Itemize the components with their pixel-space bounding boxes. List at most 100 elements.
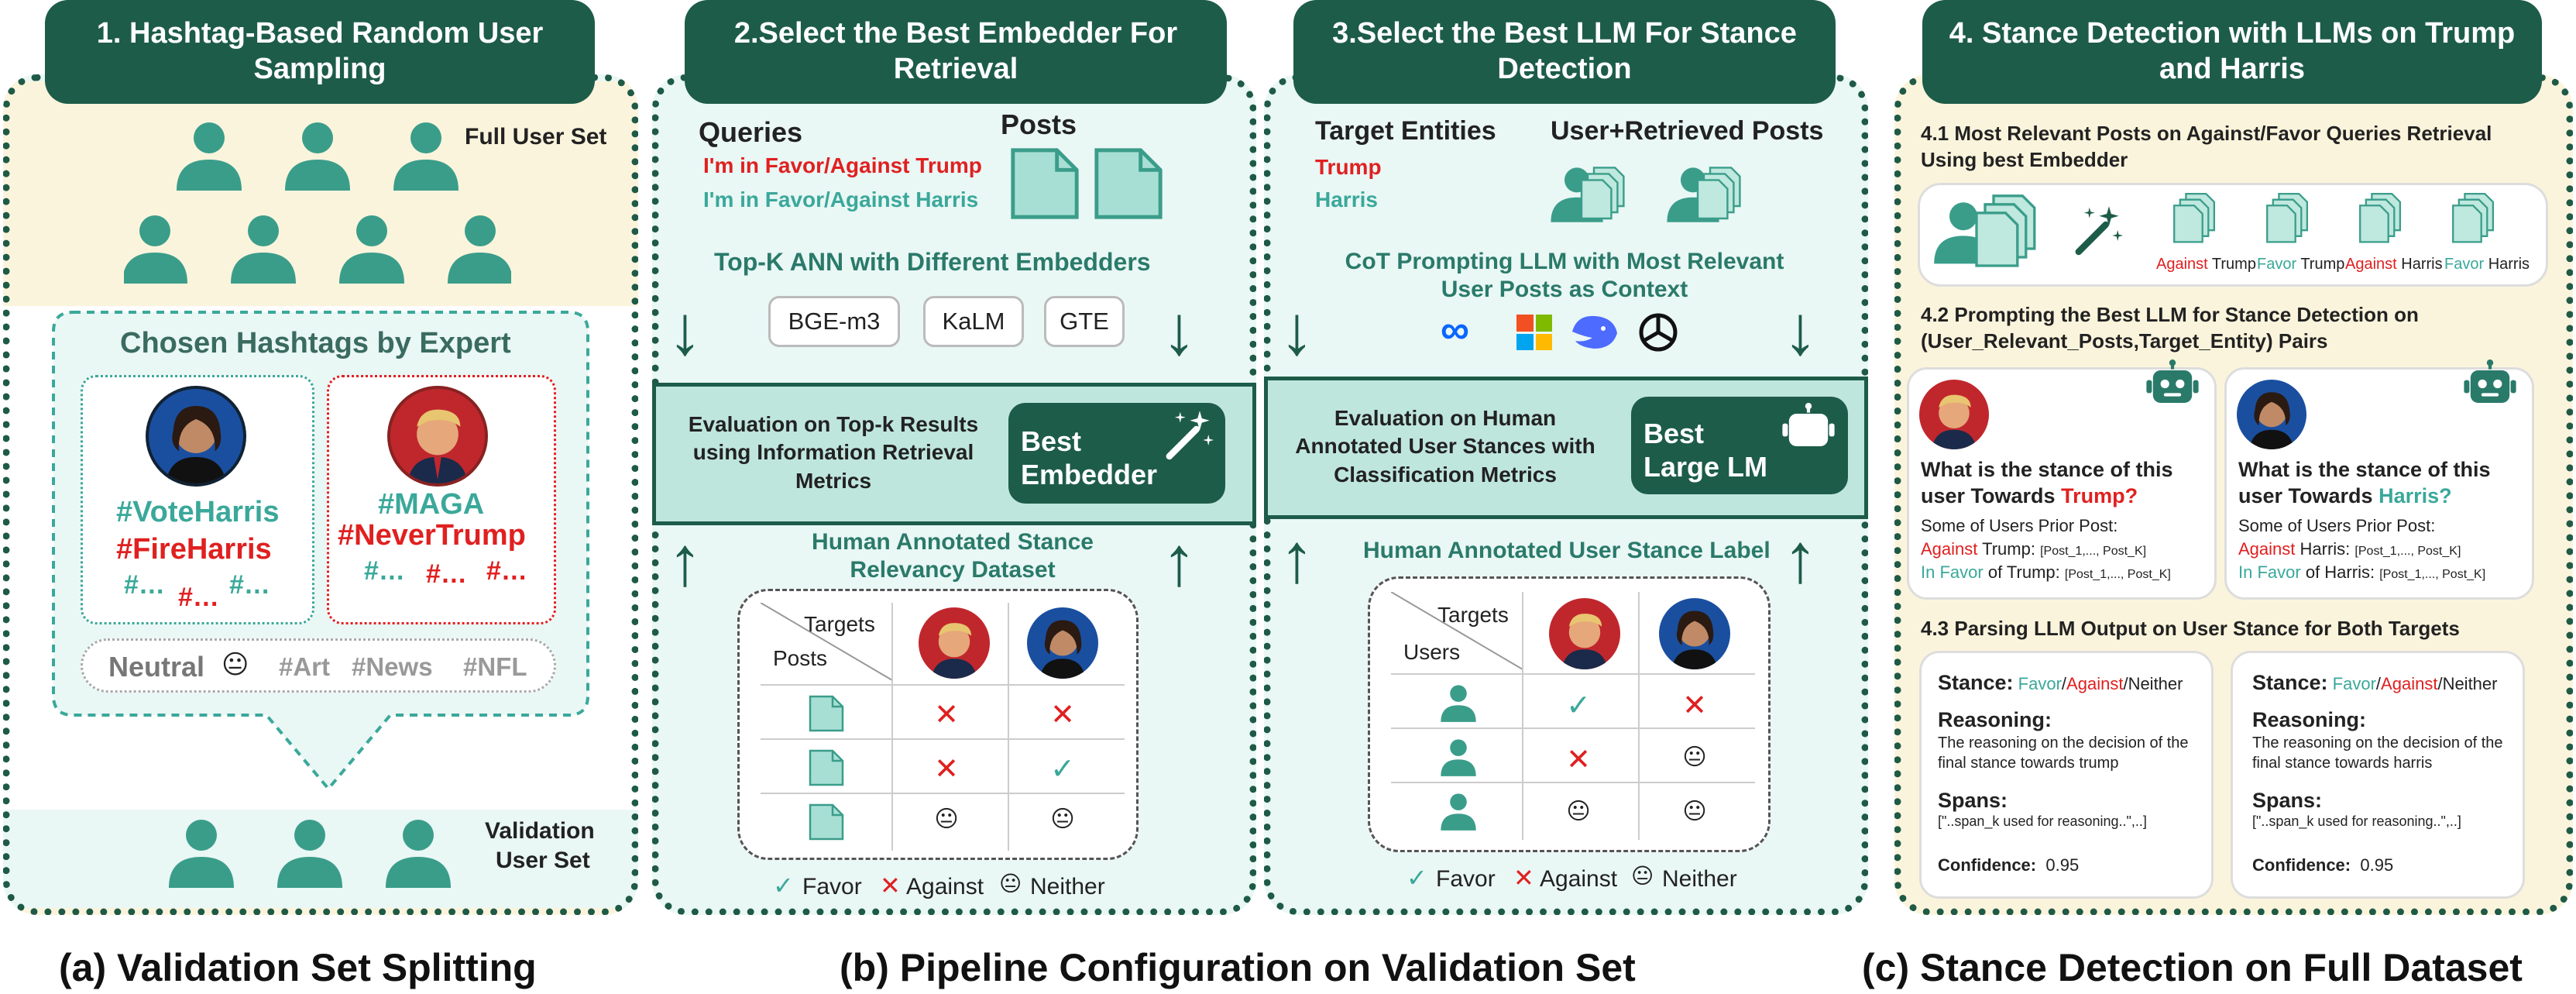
user-cell-3-2: 😐: [1682, 799, 1707, 824]
posts-label: Posts: [1001, 108, 1077, 140]
output-card-left: [1919, 651, 2214, 899]
user-table-harris-avatar: [1659, 598, 1730, 669]
neutral-hashtag-box: [81, 638, 556, 693]
user-cell-3-1: 😐: [1566, 799, 1591, 824]
harris-avatar: [146, 386, 246, 487]
prompt-trump-avatar: [1919, 380, 1989, 449]
user-posts-icons: [1551, 167, 1741, 222]
neutral-tag-news: #News: [352, 652, 433, 681]
hashtag-fireharris: #FireHarris: [116, 533, 272, 566]
legend2-neither-icon: 😐: [999, 872, 1022, 896]
robot-icon-right: [2463, 359, 2517, 414]
legend3-favor: Favor: [1436, 866, 1496, 892]
neutral-tag-art: #Art: [279, 652, 331, 681]
caption-b: (b) Pipeline Configuration on Validation…: [840, 946, 1636, 989]
neutral-label: Neutral: [108, 651, 205, 683]
doc-label-4: Favor Harris: [2444, 256, 2530, 273]
output-spans-left: ["..span_k used for reasoning..",..]: [1938, 813, 2147, 829]
section-4-2-title: 4.2 Prompting the Best LLM for Stance De…: [1921, 303, 2419, 353]
full-user-set-icons: [124, 122, 511, 284]
legend2-neither: Neither: [1030, 874, 1105, 899]
user-cell-2-2: 😐: [1682, 745, 1707, 770]
panel2-title: 2.Select the Best Embedder For Retrieval: [685, 0, 1227, 104]
doc-label-1: Against Trump: [2156, 256, 2256, 273]
llm-eval-text: Evaluation on Human Annotated User Stanc…: [1295, 406, 1595, 487]
hashtag-more-trump-1: #…: [364, 556, 405, 586]
best-embedder-badge: [1008, 403, 1225, 504]
arrow-up-right: ↑: [1162, 523, 1197, 600]
target-trump: Trump: [1315, 155, 1382, 179]
hashtag-more-trump-3: #…: [486, 556, 527, 586]
chosen-hashtags-title: Chosen Hashtags by Expert: [120, 327, 511, 359]
user-cell-1-1: ✓: [1566, 690, 1591, 722]
embedder-chip-gte: GTE: [1044, 296, 1125, 347]
target-harris: Harris: [1315, 187, 1378, 212]
user-with-posts-icon: [1934, 194, 2036, 267]
hashtag-more-harris-2: #…: [178, 583, 219, 612]
embedder-eval-text: Evaluation on Top-k Results using Inform…: [688, 412, 979, 493]
user-stance-label-title: Human Annotated User Stance Label: [1363, 538, 1771, 563]
output-reasoning-right: The reasoning on the decision of the fin…: [2252, 734, 2503, 772]
arrow-up-left: ↑: [668, 523, 702, 600]
full-user-set-label: Full User Set: [465, 124, 607, 150]
neutral-tag-nfl: #NFL: [463, 652, 527, 681]
prompt-harris-avatar: [2237, 380, 2306, 449]
prompt-question-harris: What is the stance of this user Towards …: [2238, 458, 2491, 507]
output-reasoning-left: The reasoning on the decision of the fin…: [1938, 734, 2189, 772]
prior-posts-left: Some of Users Prior Post:: [1921, 516, 2118, 535]
output-confidence-right: Confidence: 0.95: [2252, 855, 2394, 875]
microsoft-logo-icon: [1516, 315, 1552, 350]
robot-icon-left: [2145, 359, 2200, 414]
legend3-against: Against: [1540, 866, 1618, 892]
output-card-right: [2231, 651, 2525, 899]
embedder-chip-bge: BGE-m3: [768, 296, 900, 347]
robot-icon: [1781, 403, 1836, 457]
legend3-neither-icon: 😐: [1631, 864, 1654, 888]
best-embedder-label: Best Embedder: [1021, 425, 1158, 491]
user-stance-table-grid: [1391, 592, 1755, 840]
relevancy-cell-1-1: ✕: [934, 699, 959, 731]
legend2-against: Against: [906, 874, 984, 899]
relevancy-table-posts: Posts: [773, 646, 828, 670]
hashtag-more-trump-2: #…: [426, 559, 467, 589]
output-reasoning-label-right: Reasoning:: [2252, 708, 2367, 731]
query-trump: I'm in Favor/Against Trump: [703, 153, 982, 177]
output-spans-label-left: Spans:: [1938, 789, 2008, 812]
queries-label: Queries: [699, 116, 803, 148]
magic-wand-icon-dark: [2071, 203, 2125, 257]
table-trump-avatar: [919, 607, 990, 679]
neutral-emoji-icon: 😐: [222, 650, 249, 679]
relevancy-dataset-title: Human Annotated Stance Relevancy Dataset: [812, 529, 1094, 583]
embedder-chip-kalm: KaLM: [923, 296, 1024, 347]
panel4-title: 4. Stance Detection with LLMs on Trump a…: [1922, 0, 2542, 104]
hashtag-more-harris-1: #…: [124, 570, 165, 600]
relevancy-table-targets: Targets: [804, 612, 875, 636]
trump-avatar: [387, 386, 488, 487]
arrow-up-right-3: ↑: [1783, 520, 1818, 597]
legend2-favor-icon: ✓: [773, 872, 794, 899]
meta-logo-icon: ∞: [1441, 308, 1470, 353]
output-spans-label-right: Spans:: [2252, 789, 2323, 812]
output-confidence-left: Confidence: 0.95: [1938, 855, 2080, 875]
relevancy-cell-1-2: ✕: [1050, 699, 1075, 731]
hashtag-voteharris: #VoteHarris: [116, 496, 280, 528]
hashtag-maga: #MAGA: [378, 488, 485, 521]
prior-posts-right: Some of Users Prior Post:: [2238, 516, 2436, 535]
doc-label-2: Favor Trump: [2257, 256, 2345, 273]
relevancy-cell-3-2: 😐: [1050, 807, 1075, 832]
against-trump-line: Against Trump: [Post_1,..., Post_K]: [1921, 539, 2147, 559]
hashtag-more-harris-3: #…: [229, 570, 270, 600]
relevancy-cell-3-1: 😐: [934, 807, 959, 832]
output-spans-right: ["..span_k used for reasoning..",..]: [2252, 813, 2461, 829]
arrow-down-right: ↓: [1162, 292, 1197, 370]
favor-trump-line: In Favor of Trump: [Post_1,..., Post_K]: [1921, 562, 2171, 582]
ann-embedders-label: Top-K ANN with Different Embedders: [714, 248, 1151, 276]
user-posts-label: User+Retrieved Posts: [1551, 116, 1824, 146]
validation-user-set-label-2: User Set: [496, 848, 590, 873]
query-harris: I'm in Favor/Against Harris: [703, 187, 979, 212]
caption-c: (c) Stance Detection on Full Dataset: [1862, 946, 2523, 989]
relevancy-cell-2-2: ✓: [1050, 753, 1075, 786]
retrieved-doc-icons: [2173, 192, 2495, 243]
arrow-down-left: ↓: [668, 292, 702, 370]
against-harris-line: Against Harris: [Post_1,..., Post_K]: [2238, 539, 2461, 559]
